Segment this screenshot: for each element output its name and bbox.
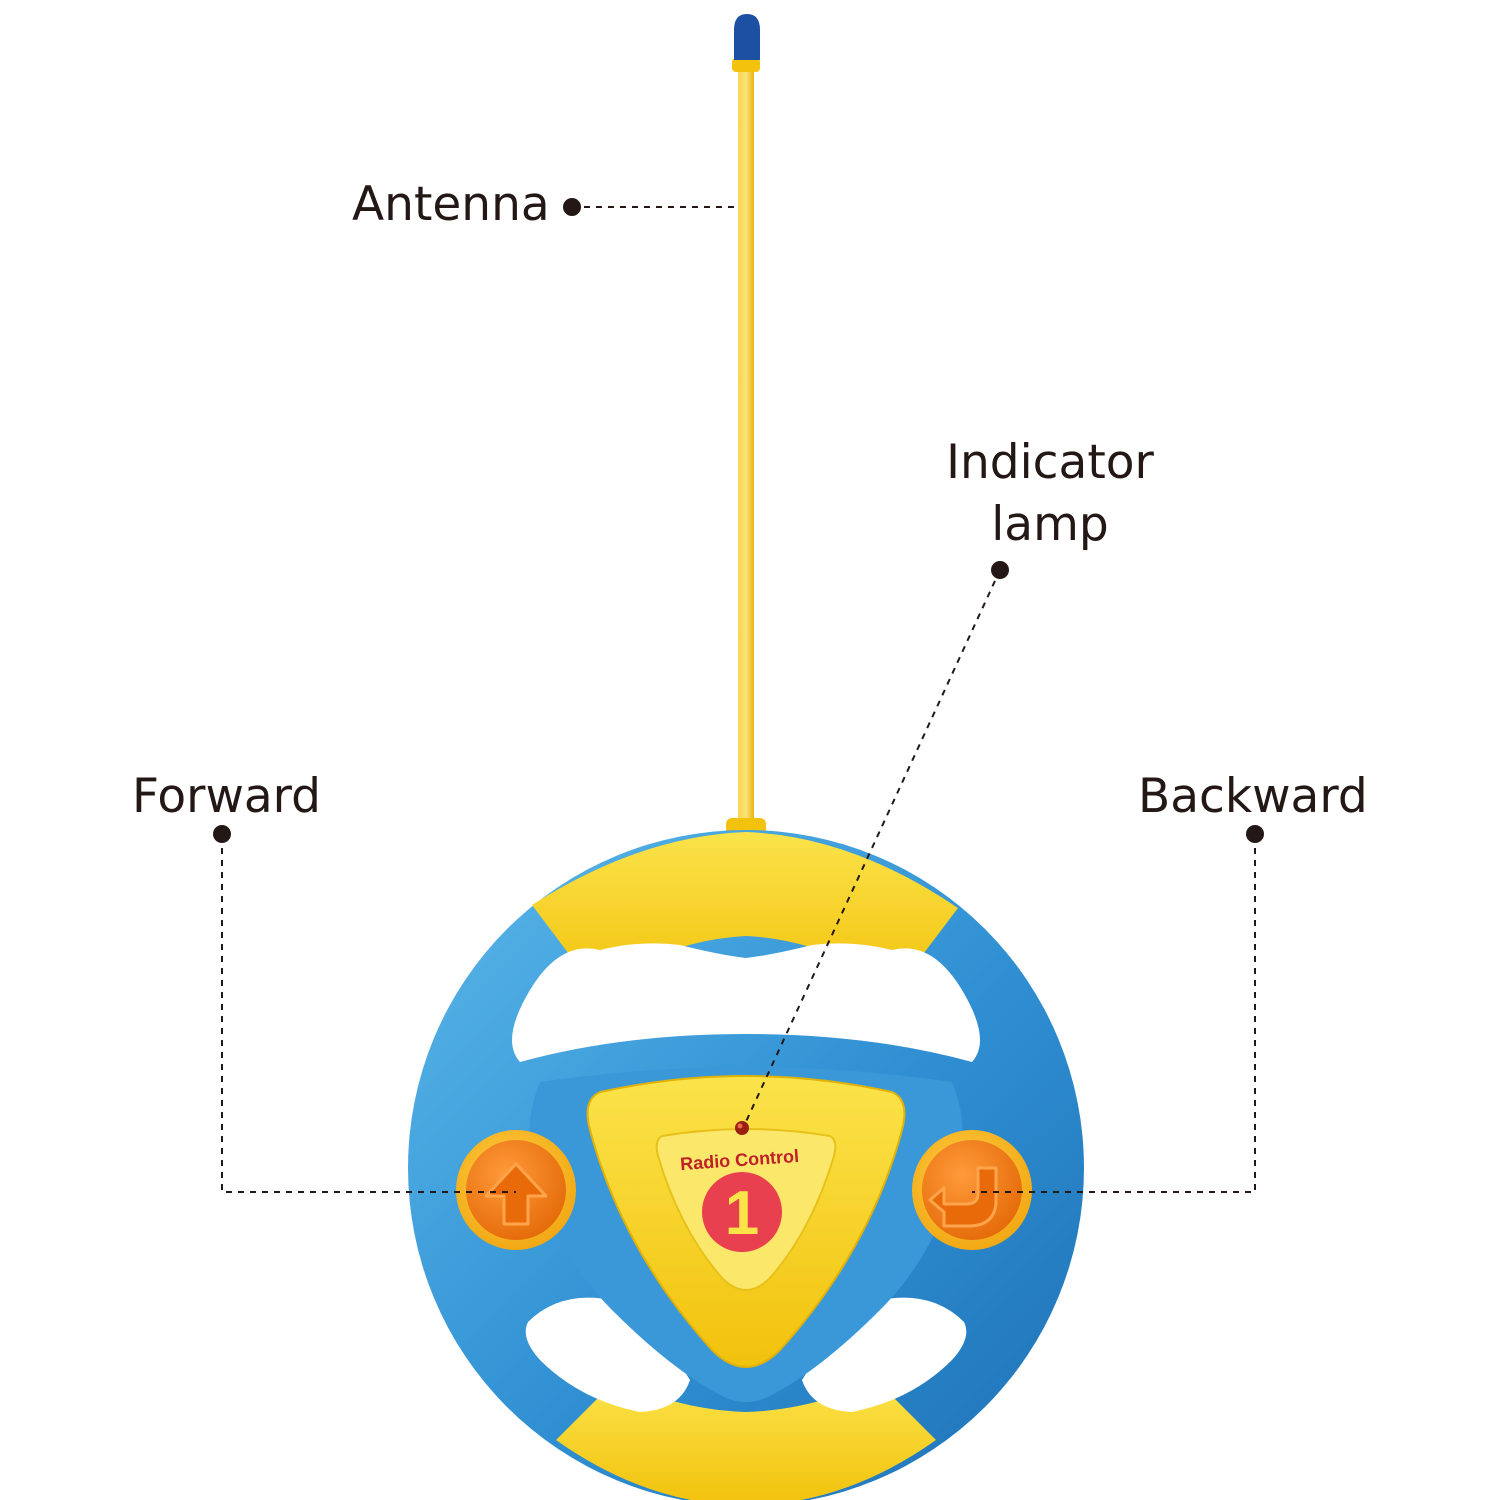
backward-label: Backward (1138, 769, 1368, 824)
channel-number: 1 (725, 1179, 759, 1248)
antenna-label: Antenna (352, 177, 550, 232)
antenna-dot (563, 198, 581, 216)
indicator-lamp-glint (737, 1123, 743, 1129)
antenna-tip (734, 14, 760, 60)
wheel-top-window (512, 943, 980, 1062)
leader-lines (221, 206, 1256, 1193)
indicator-dot (991, 561, 1009, 579)
indicator-lamp (735, 1121, 749, 1135)
indicator-lamp-label: Indicator lamp (940, 432, 1160, 556)
antenna (726, 14, 766, 844)
forward-dot (213, 825, 231, 843)
backward-button[interactable] (912, 1130, 1032, 1250)
indicator-label-line2: lamp (991, 497, 1109, 552)
indicator-label-line1: Indicator (946, 435, 1154, 490)
steering-wheel: Radio Control 1 (408, 830, 1084, 1500)
antenna-rod (738, 62, 754, 832)
arrow-up-icon (484, 1162, 548, 1226)
channel-badge (702, 1172, 782, 1252)
forward-button[interactable] (456, 1130, 576, 1250)
wheel-bottom-right-window (802, 1297, 967, 1412)
forward-leader (221, 836, 516, 1193)
forward-label: Forward (132, 769, 322, 824)
leader-dots (213, 198, 1264, 843)
backward-leader (972, 836, 1256, 1193)
antenna-collar (732, 58, 760, 72)
backward-dot (1246, 825, 1264, 843)
wheel-bottom-left-window (525, 1297, 690, 1412)
u-turn-arrow-icon (928, 1166, 998, 1228)
